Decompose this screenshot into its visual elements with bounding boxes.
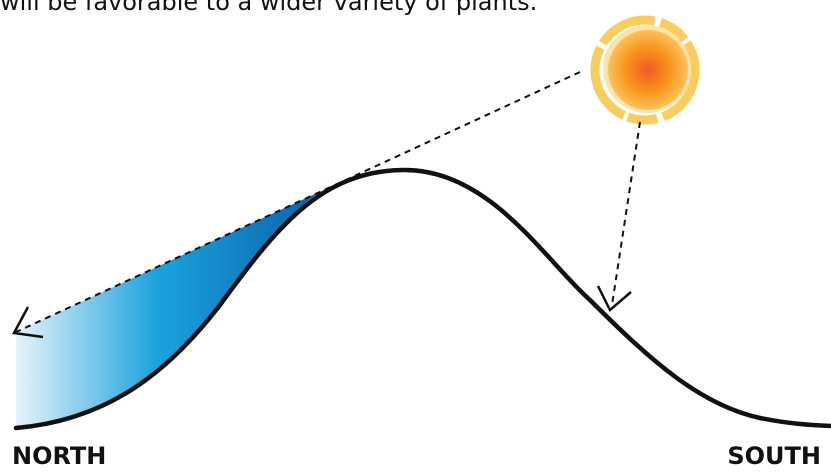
north-ray-arrowhead xyxy=(12,306,44,339)
south-label: SOUTH xyxy=(727,442,821,470)
sun-icon xyxy=(590,15,700,125)
direct-sun-ray xyxy=(611,121,641,306)
hill-outline xyxy=(13,167,831,431)
south-ray-arrowhead xyxy=(596,285,632,312)
north-label: NORTH xyxy=(12,442,107,470)
north-slope-shadow xyxy=(16,187,330,428)
caption-text: will be favorable to a wider variety of … xyxy=(0,0,538,16)
grazing-sun-ray xyxy=(15,71,581,333)
